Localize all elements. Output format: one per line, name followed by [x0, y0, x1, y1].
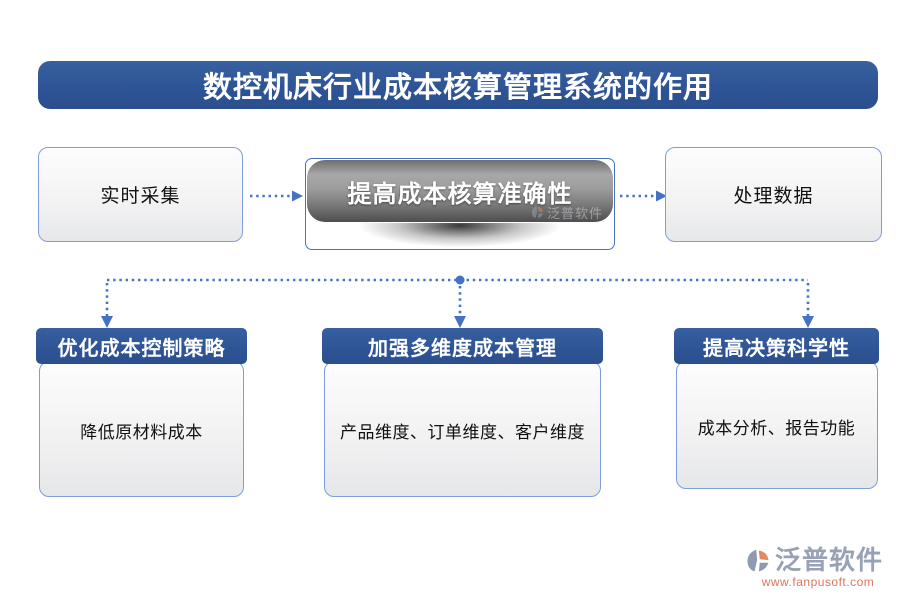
- branch-header: 优化成本控制策略: [36, 328, 247, 364]
- branch-body: 成本分析、报告功能: [675, 361, 878, 489]
- branch-header: 加强多维度成本管理: [322, 328, 603, 364]
- branch-header: 提高决策科学性: [674, 328, 879, 364]
- arrowhead-branch-center: [454, 316, 466, 328]
- fanpu-logo-name: 泛普软件: [775, 546, 884, 575]
- fanpu-logo: 泛普软件 www.fanpusoft.com: [744, 547, 892, 589]
- fanpu-logo-url: www.fanpusoft.com: [761, 575, 875, 589]
- junction-dot: [455, 275, 465, 285]
- branch-card-multidimensional-cost: 加强多维度成本管理 产品维度、订单维度、客户维度: [322, 328, 603, 497]
- branch-body: 产品维度、订单维度、客户维度: [324, 361, 601, 497]
- node-realtime-collection: 实时采集: [38, 147, 243, 242]
- branch-card-decision-science: 提高决策科学性 成本分析、报告功能: [674, 328, 879, 489]
- arrowhead-branch-right: [802, 316, 814, 328]
- node-process-data-label: 处理数据: [733, 186, 814, 207]
- branch-header-label: 提高决策科学性: [703, 337, 850, 360]
- watermark-text: 泛普软件: [546, 206, 603, 221]
- branch-card-optimize-cost-control: 优化成本控制策略 降低原材料成本: [36, 328, 247, 497]
- node-improve-accuracy-label: 提高成本核算准确性: [347, 181, 573, 208]
- node-center-assembly: 提高成本核算准确性 泛普软件: [305, 158, 615, 250]
- watermark-logo: 泛普软件: [530, 203, 603, 222]
- branch-header-label: 加强多维度成本管理: [368, 337, 557, 360]
- node-realtime-collection-label: 实时采集: [100, 186, 181, 207]
- diagram-title-banner: 数控机床行业成本核算管理系统的作用: [38, 61, 878, 109]
- diagram-title: 数控机床行业成本核算管理系统的作用: [202, 72, 713, 104]
- fanpu-logo-icon: [747, 549, 769, 572]
- branch-body-text: 降低原材料成本: [80, 423, 203, 442]
- branch-body: 降低原材料成本: [39, 361, 244, 497]
- capsule-shadow: [309, 223, 611, 247]
- arrowhead-branch-left: [101, 316, 113, 328]
- node-improve-accuracy: 提高成本核算准确性 泛普软件: [307, 160, 613, 222]
- branch-body-text: 成本分析、报告功能: [697, 419, 856, 438]
- arrowhead-left-to-center: [292, 190, 303, 202]
- watermark-fanpu-icon: [531, 206, 544, 219]
- node-process-data: 处理数据: [665, 147, 882, 242]
- branch-body-text: 产品维度、订单维度、客户维度: [340, 423, 585, 442]
- branch-header-label: 优化成本控制策略: [57, 337, 226, 360]
